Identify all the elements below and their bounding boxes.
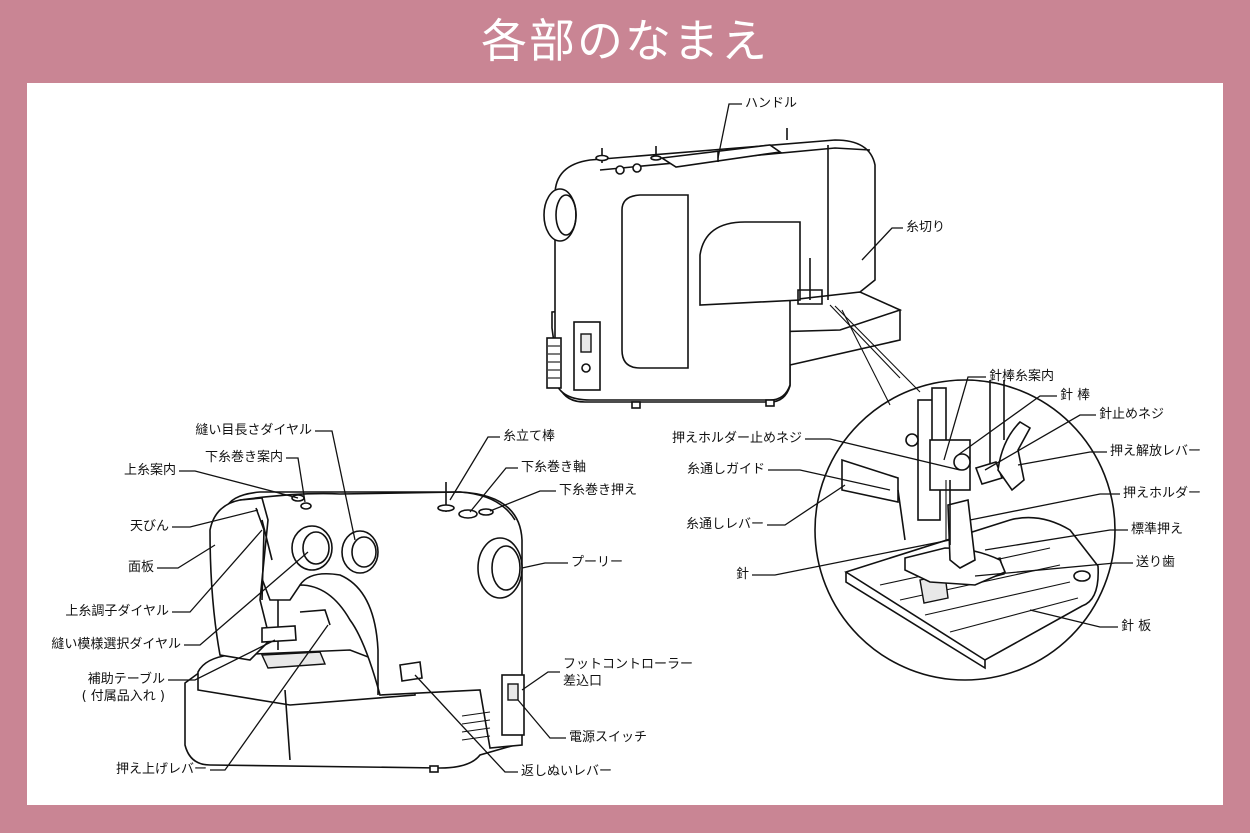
label-thread-cutter: 糸切り: [906, 220, 946, 235]
label-pulley: プーリー: [571, 555, 624, 570]
label-stitch-length-dial: 縫い目長さダイヤル: [195, 423, 312, 438]
label-needle-bar-thread-guide: 針棒糸案内: [989, 369, 1055, 384]
label-standard-foot: 標準押え: [1131, 522, 1184, 537]
label-upper-thread-guide: 上糸案内: [123, 463, 176, 478]
label-presser-holder-screw: 押えホルダー止めネジ: [671, 431, 802, 446]
label-bobbin-winder-stopper: 下糸巻き押え: [559, 483, 638, 498]
label-presser-holder: 押えホルダー: [1123, 486, 1202, 501]
label-foot-controller-jack-line1: フットコントローラー: [563, 657, 694, 672]
label-upper-tension-dial: 上糸調子ダイヤル: [65, 604, 169, 619]
label-bobbin-winder-guide: 下糸巻き案内: [204, 450, 283, 465]
label-face-plate: 面板: [127, 560, 154, 575]
label-needle: 針: [735, 567, 749, 582]
needle-area-zoom: [814, 305, 1116, 681]
label-threader-lever: 糸通しレバー: [685, 517, 764, 532]
label-needle-clamp-screw: 針止めネジ: [1099, 407, 1165, 422]
label-needle-bar: 針 棒: [1060, 388, 1091, 403]
label-power-switch: 電源スイッチ: [569, 730, 648, 745]
label-extension-table-line1: 補助テーブル: [87, 672, 165, 687]
label-feed-dog: 送り歯: [1136, 555, 1176, 570]
label-handle: ハンドル: [745, 96, 798, 111]
label-foot-controller-jack-line2: 差込口: [563, 674, 603, 689]
label-thread-take-up: 天びん: [129, 519, 169, 534]
label-spool-pin: 糸立て棒: [503, 429, 556, 444]
label-bobbin-winder-shaft: 下糸巻き軸: [521, 460, 587, 475]
label-threader-guide: 糸通しガイド: [686, 462, 765, 477]
page-title: 各部のなまえ: [481, 14, 769, 68]
label-presser-lift-lever: 押え上げレバー: [115, 762, 207, 777]
machine-back-view: [543, 128, 903, 409]
label-reverse-lever: 返しぬいレバー: [521, 764, 613, 779]
leader-lines: [157, 103, 1133, 773]
machine-front-view: [184, 482, 525, 773]
label-pattern-selector-dial: 縫い模様選択ダイヤル: [51, 637, 181, 652]
label-presser-release-lever: 押え解放レバー: [1110, 444, 1202, 459]
label-extension-table-line2: ( 付属品入れ ): [81, 689, 165, 704]
label-needle-plate: 針 板: [1121, 619, 1152, 634]
